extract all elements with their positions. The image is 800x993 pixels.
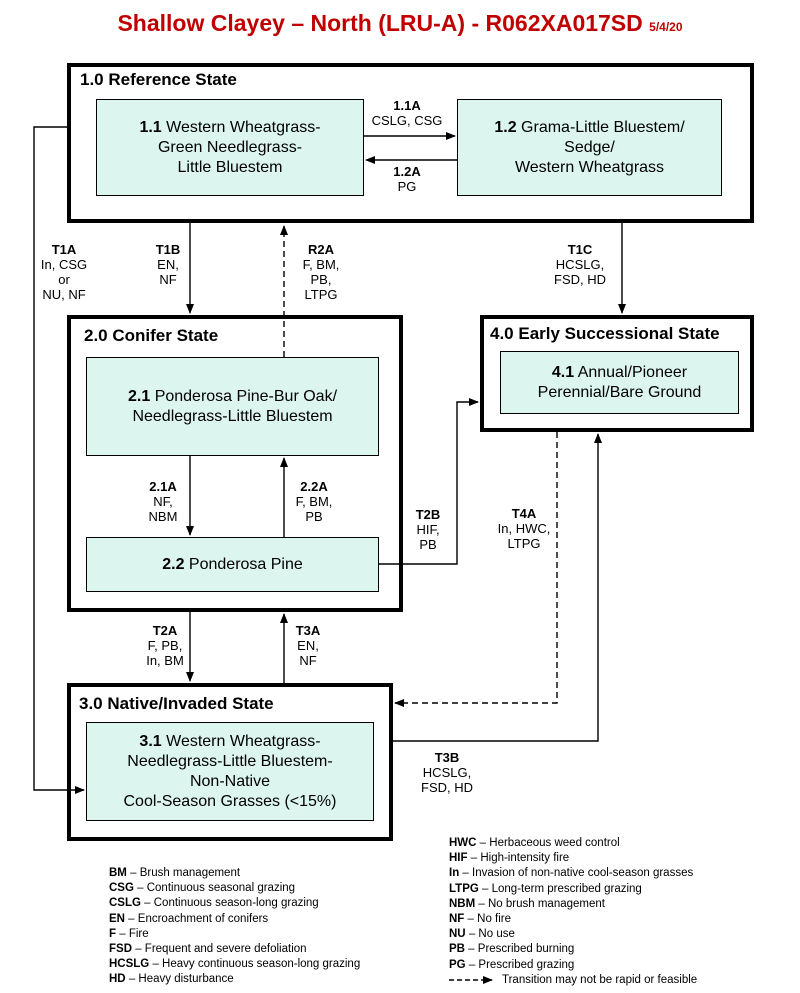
diagram-title: Shallow Clayey – North (LRU-A) - R062XA0… <box>0 10 800 37</box>
community-text: Perennial/Bare Ground <box>537 383 702 401</box>
community-text: Little Bluestem <box>177 158 283 176</box>
community-text: Needlegrass-Little Bluestem <box>132 407 333 425</box>
state-title-conifer: 2.0 Conifer State <box>84 326 219 345</box>
legend-row: EN – Encroachment of conifers <box>109 912 269 925</box>
state-title-early-successional: 4.0 Early Successional State <box>490 324 720 343</box>
community-text: Western Wheatgrass- <box>166 732 321 750</box>
community-text: Western Wheatgrass <box>514 158 665 176</box>
legend-row: CSLG – Continuous season-long grazing <box>109 897 319 910</box>
state-title-reference: 1.0 Reference State <box>80 70 237 89</box>
community-number: 2.1 <box>127 387 151 405</box>
community-2-1: 2.1 Ponderosa Pine-Bur Oak/Needlegrass-L… <box>86 357 379 456</box>
legend-left: BM – Brush management CSG – Continuous s… <box>109 866 360 988</box>
community-text: Cool-Season Grasses (<15%) <box>123 792 337 810</box>
legend-row: NU – No use <box>449 928 515 941</box>
community-text: Green Needlegrass- <box>157 138 303 156</box>
legend-row: NF – No fire <box>449 913 512 926</box>
state-title-native-invaded: 3.0 Native/Invaded State <box>79 694 274 713</box>
community-number: 1.2 <box>494 118 517 136</box>
community-1-2: 1.2 Grama-Little Bluestem/Sedge/Western … <box>457 99 722 196</box>
legend-row: HIF – High-intensity fire <box>449 852 570 865</box>
arrow-t2b <box>379 398 479 565</box>
legend-row: In – Invasion of non-native cool-season … <box>449 867 694 880</box>
community-number: 3.1 <box>139 732 162 750</box>
community-text: Grama-Little Bluestem/ <box>521 118 685 136</box>
legend-row: PG – Prescribed grazing <box>449 958 575 971</box>
community-text: Non-Native <box>189 772 270 790</box>
legend-row: LTPG – Long-term prescribed grazing <box>449 882 642 895</box>
legend-row: F – Fire <box>109 927 149 940</box>
community-text: Annual/Pioneer <box>577 363 688 381</box>
community-1-1: 1.1 Western Wheatgrass- Green Needlegrass… <box>96 99 364 196</box>
community-2-2: 2.2 Ponderosa Pine <box>86 537 379 592</box>
title-text: Shallow Clayey – North (LRU-A) - R062XA0… <box>117 10 643 36</box>
community-text: Sedge/ <box>564 138 615 156</box>
legend-row: CSG – Continuous seasonal grazing <box>109 882 296 895</box>
title-date: 5/4/20 <box>649 20 683 34</box>
legend-row: HWC – Herbaceous weed control <box>449 837 620 849</box>
legend-row: HCSLG – Heavy continuous season-long gra… <box>109 958 361 971</box>
community-text: Ponderosa Pine <box>188 555 303 573</box>
legend-row: PB – Prescribed burning <box>449 943 575 956</box>
community-text: Ponderosa Pine-Bur Oak/ <box>154 387 338 405</box>
legend-row: BM – Brush management <box>109 867 241 879</box>
arrow-t3b <box>393 433 602 742</box>
legend-row: FSD – Frequent and severe defoliation <box>109 943 307 956</box>
legend-row: NBM – No brush management <box>449 897 605 910</box>
community-text: Western Wheatgrass- <box>166 118 321 136</box>
community-number: 2.2 <box>162 555 185 573</box>
community-number: 1.1 <box>139 118 162 136</box>
community-number: 4.1 <box>551 363 575 381</box>
legend-right: HWC – Herbaceous weed control HIF – High… <box>449 836 693 973</box>
legend-note: Transition may not be rapid or feasible <box>502 974 698 986</box>
arrow-t4a <box>394 432 558 707</box>
community-text: Needlegrass-Little Bluestem- <box>127 752 333 770</box>
legend-row: HD – Heavy disturbance <box>109 973 234 986</box>
arrow-t1a <box>33 126 85 794</box>
community-3-1: 3.1 Western Wheatgrass- Needlegrass-Littl… <box>86 722 374 821</box>
